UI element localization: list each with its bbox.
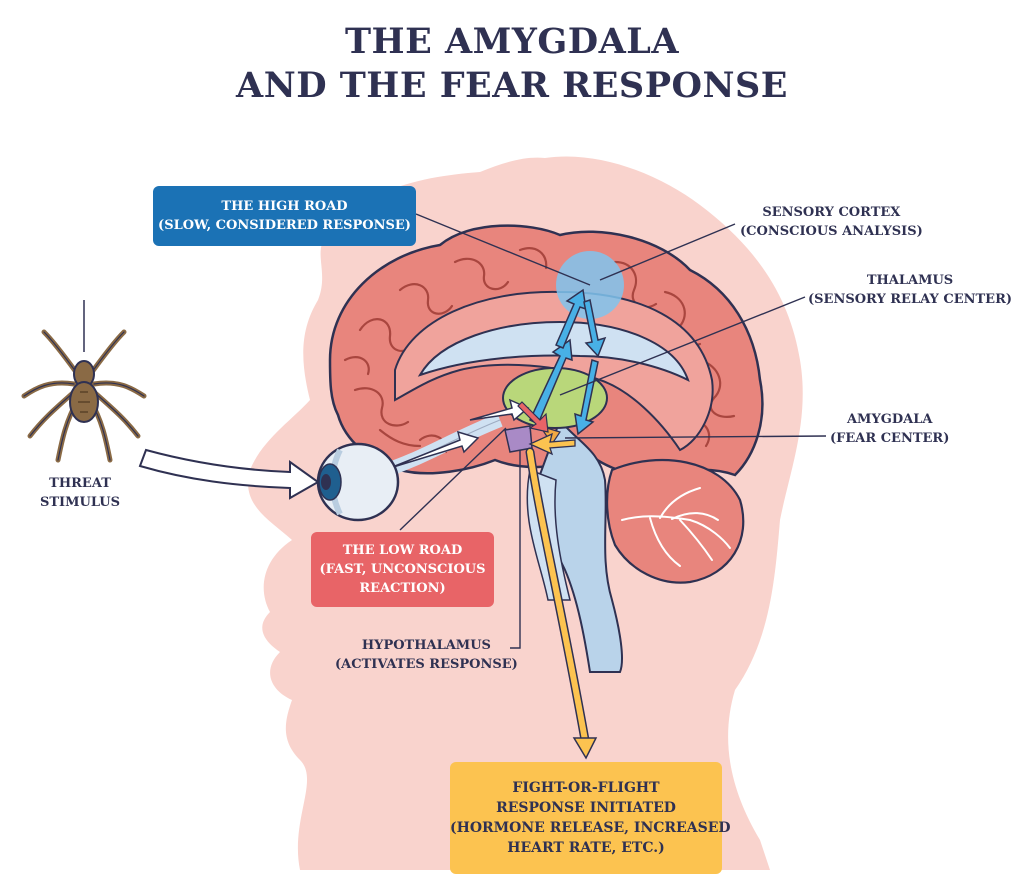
threat-line-1: THREAT: [49, 476, 111, 491]
low-road-box: THE LOW ROAD (FAST, UNCONSCIOUS REACTION…: [311, 532, 494, 607]
page-title: THE AMYGDALA AND THE FEAR RESPONSE: [0, 20, 1024, 108]
low-road-line-3: REACTION): [359, 581, 446, 596]
label-threat-stimulus: THREAT STIMULUS: [40, 474, 120, 512]
label-sensory-cortex: SENSORY CORTEX (CONSCIOUS ANALYSIS): [740, 203, 923, 241]
hypothalamus-line-1: HYPOTHALAMUS: [361, 638, 491, 653]
fof-line-3: (HORMONE RELEASE, INCREASED: [450, 820, 731, 836]
high-road-line-2: (SLOW, CONSIDERED RESPONSE): [158, 218, 411, 233]
fof-line-1: FIGHT-OR-FLIGHT: [512, 780, 660, 796]
label-thalamus: THALAMUS (SENSORY RELAY CENTER): [808, 271, 1012, 309]
amygdala-line-2: (FEAR CENTER): [830, 431, 950, 446]
high-road-box: THE HIGH ROAD (SLOW, CONSIDERED RESPONSE…: [153, 186, 416, 246]
leader-hypothalamus: [510, 450, 521, 649]
cerebellum: [605, 458, 745, 584]
label-amygdala: AMYGDALA (FEAR CENTER): [830, 410, 949, 448]
leader-low-road: [399, 427, 507, 531]
fight-or-flight-box: FIGHT-OR-FLIGHT RESPONSE INITIATED (HORM…: [450, 762, 731, 874]
low-road-line-2: (FAST, UNCONSCIOUS: [319, 562, 486, 577]
thalamus-line-1: THALAMUS: [866, 273, 954, 288]
title-line-2: AND THE FEAR RESPONSE: [236, 65, 788, 106]
spider-icon: [21, 300, 147, 463]
leader-amygdala: [564, 435, 827, 439]
sensory-cortex-line-2: (CONSCIOUS ANALYSIS): [740, 224, 923, 239]
amygdala-line-1: AMYGDALA: [846, 412, 933, 427]
leader-thalamus: [559, 296, 806, 396]
label-hypothalamus: HYPOTHALAMUS (ACTIVATES RESPONSE): [335, 636, 518, 674]
threat-line-2: STIMULUS: [40, 495, 121, 510]
thalamus-line-2: (SENSORY RELAY CENTER): [808, 292, 1013, 307]
title-line-1: THE AMYGDALA: [344, 21, 680, 62]
eye-icon: [316, 442, 400, 522]
hypothalamus-line-2: (ACTIVATES RESPONSE): [335, 657, 518, 672]
fof-line-4: HEART RATE, ETC.): [507, 840, 665, 856]
fof-line-2: RESPONSE INITIATED: [496, 800, 676, 816]
leader-sensory-cortex: [599, 223, 736, 281]
leader-high-road: [415, 213, 591, 286]
high-road-line-1: THE HIGH ROAD: [221, 199, 348, 214]
low-road-line-1: THE LOW ROAD: [342, 543, 463, 558]
sensory-cortex-line-1: SENSORY CORTEX: [762, 205, 901, 220]
